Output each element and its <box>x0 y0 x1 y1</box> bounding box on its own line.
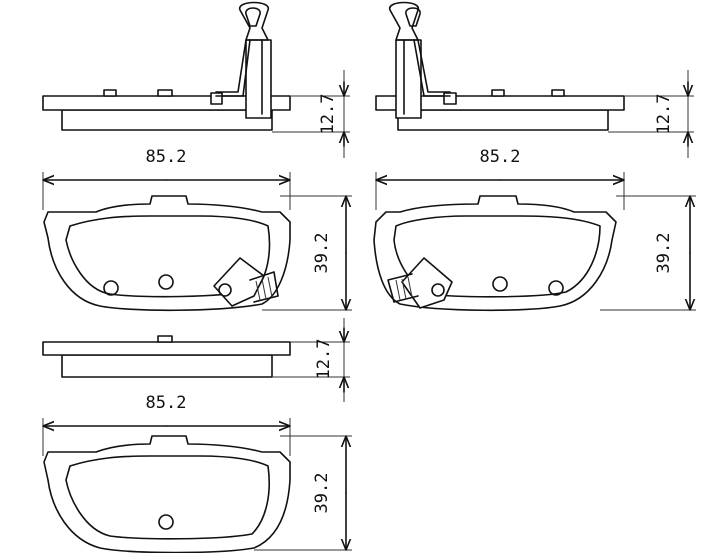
dim-width-bottom <box>42 418 291 456</box>
friction-material-outline <box>65 455 271 540</box>
dim-thickness-bottom: 12.7 <box>272 318 350 402</box>
mounting-hole <box>158 514 174 530</box>
bottom-face-view: 39.2 <box>42 418 352 553</box>
mounting-hole <box>492 276 508 292</box>
mounting-hole <box>158 274 174 290</box>
width-label: 85.2 <box>480 147 521 167</box>
dim-width-top-left <box>42 172 291 210</box>
backing-plate-outline <box>43 435 291 553</box>
width-label: 85.2 <box>146 393 187 413</box>
wear-sensor-face <box>387 257 453 309</box>
wear-sensor-clip <box>389 1 451 119</box>
height-label: 39.2 <box>312 233 332 274</box>
wear-sensor-face <box>213 257 279 307</box>
top-left-face-view: 39.2 <box>42 172 352 312</box>
mounting-hole <box>103 280 119 296</box>
backing-plate-outline <box>43 195 291 312</box>
thickness-label: 12.7 <box>654 94 674 135</box>
dim-thickness-top-right: 12.7 <box>608 70 694 158</box>
top-right-side-view: 12.7 85.2 <box>375 1 694 167</box>
dim-height-top-right: 39.2 <box>600 195 696 311</box>
mounting-hole <box>548 280 564 296</box>
dim-height-top-left: 39.2 <box>262 195 352 311</box>
height-label: 39.2 <box>312 473 332 514</box>
bottom-side-view: 12.7 85.2 <box>42 318 350 413</box>
wear-sensor-clip <box>215 1 272 119</box>
dim-width-top-right <box>375 172 625 210</box>
height-label: 39.2 <box>654 233 674 274</box>
top-left-side-view: 12.7 85.2 <box>42 1 350 167</box>
dim-height-bottom: 39.2 <box>254 435 352 551</box>
thickness-label: 12.7 <box>314 339 334 380</box>
dim-thickness-top-left: 12.7 <box>272 70 350 158</box>
width-label: 85.2 <box>146 147 187 167</box>
top-right-face-view: 39.2 <box>373 172 696 312</box>
thickness-label: 12.7 <box>318 94 338 135</box>
